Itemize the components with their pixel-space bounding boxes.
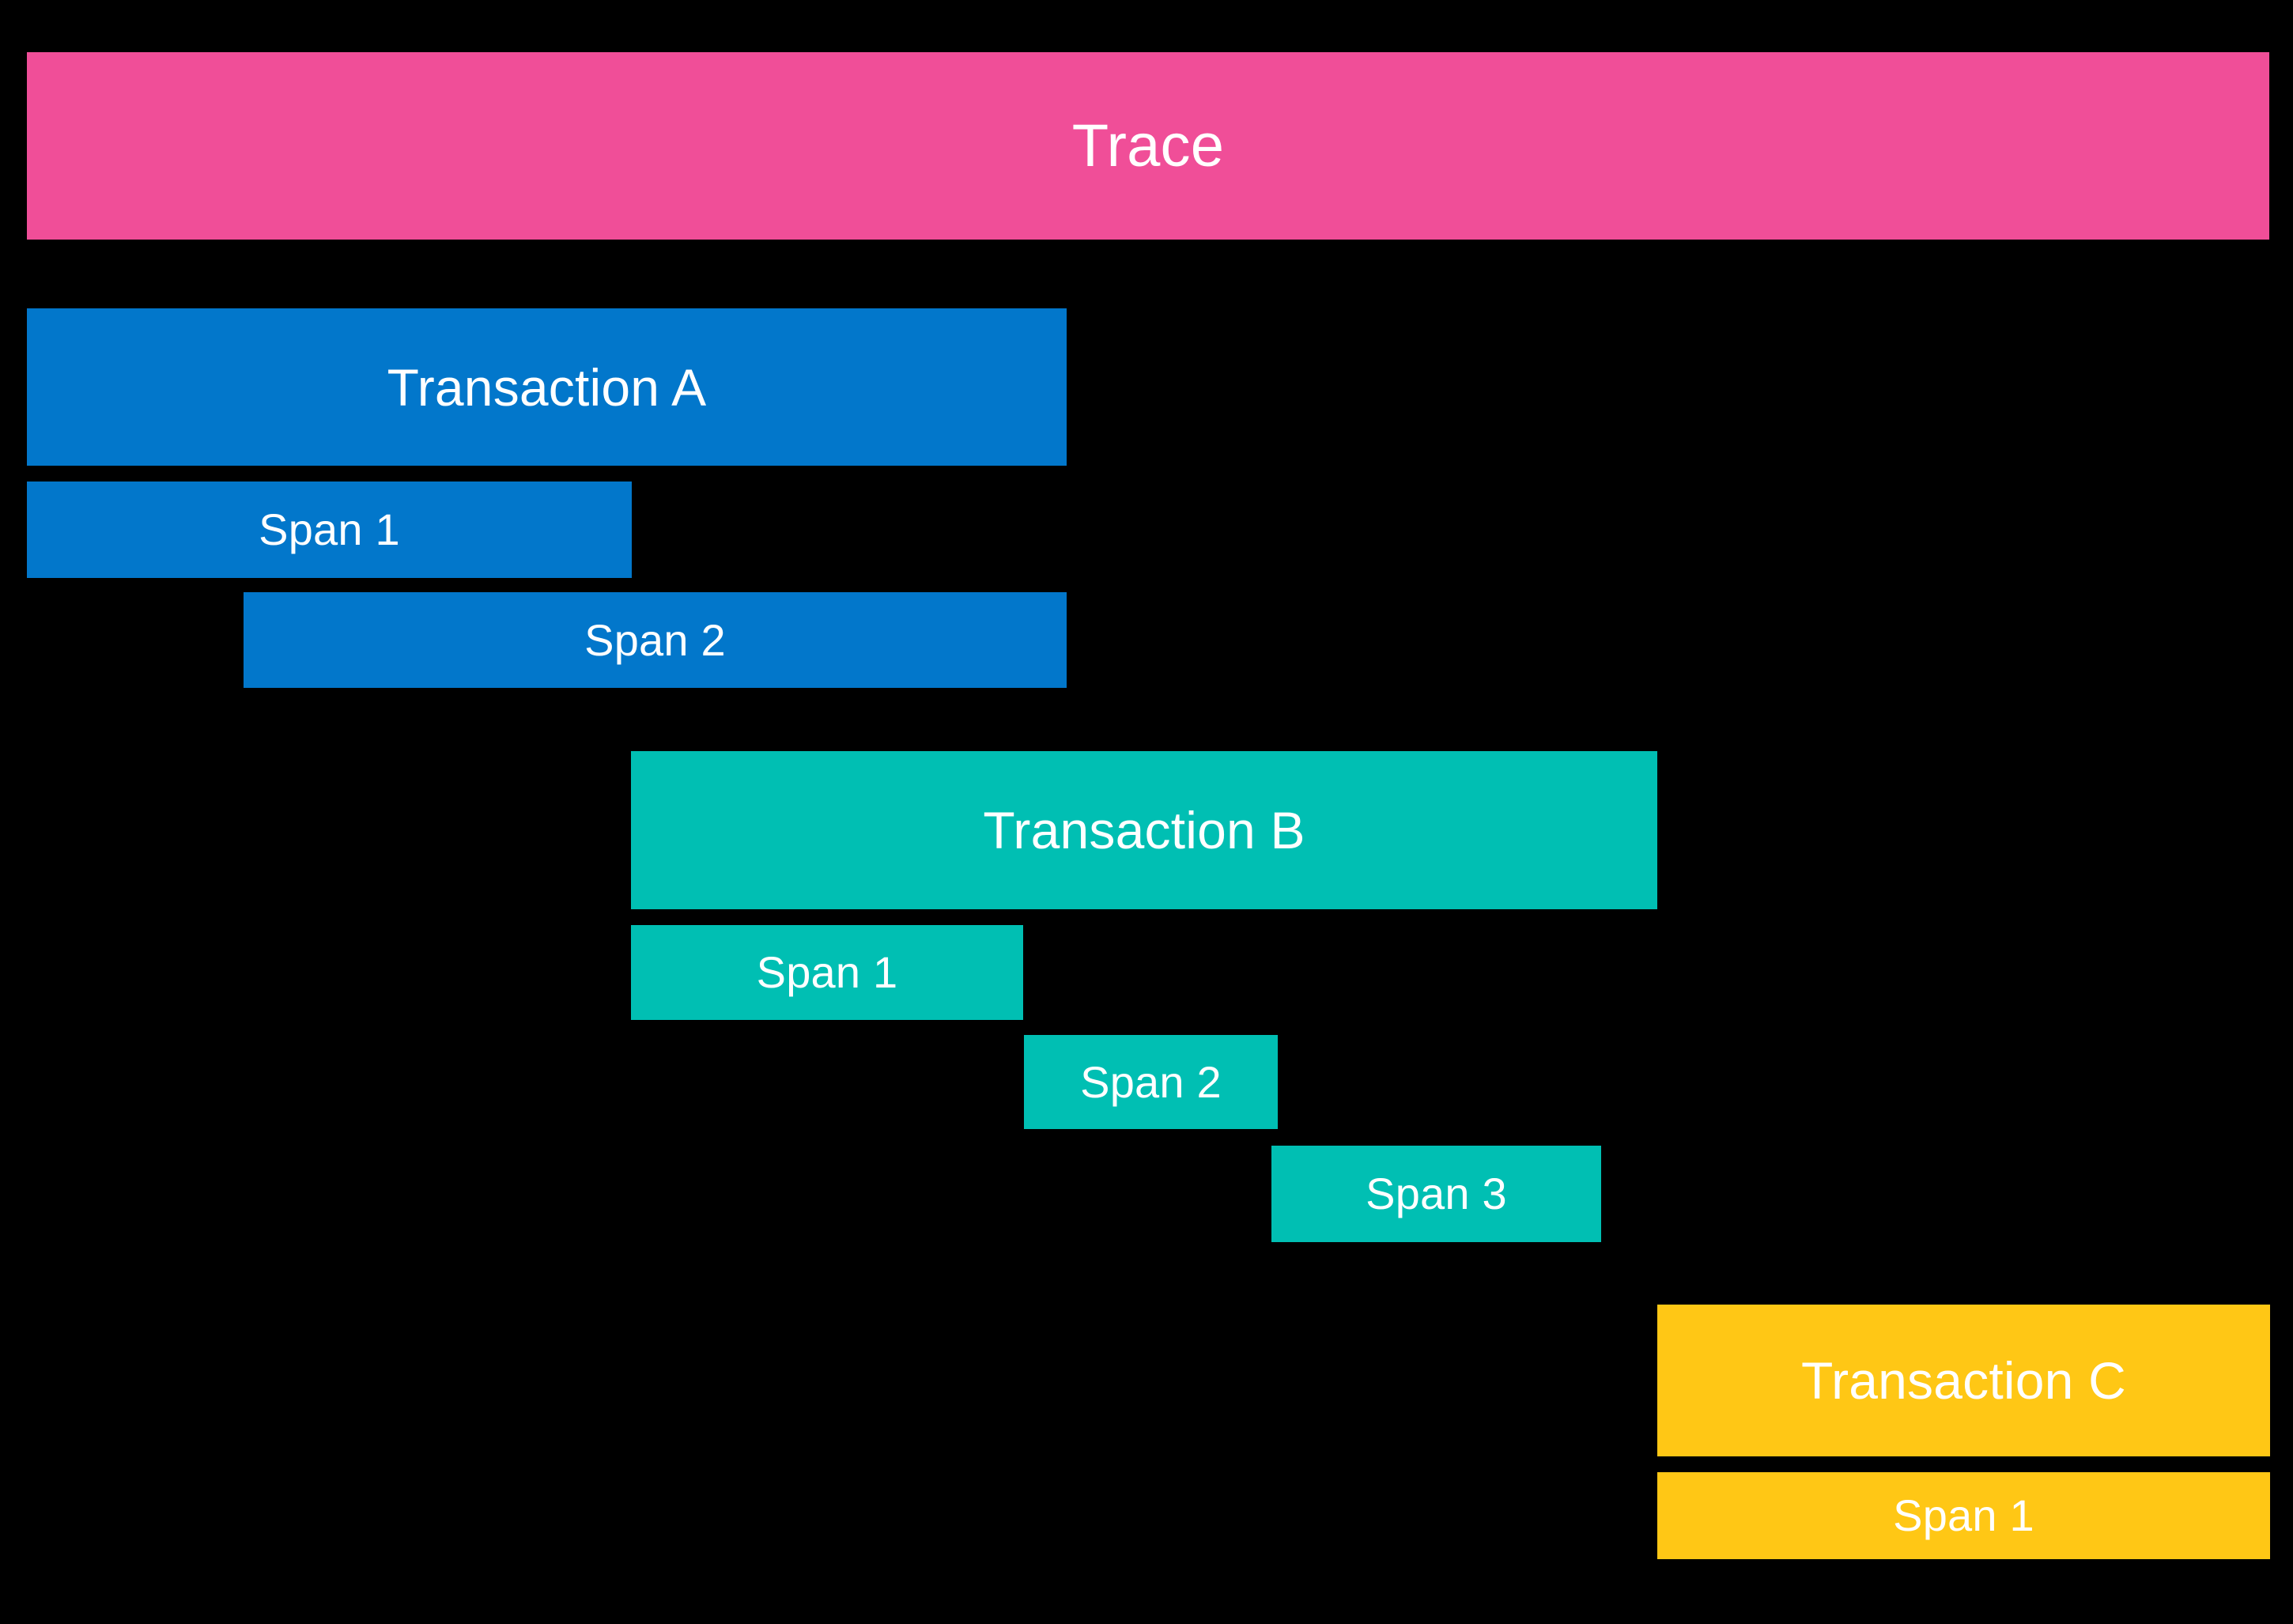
transaction-a-span-2-bar[interactable]: Span 2	[244, 592, 1067, 688]
transaction-b-label: Transaction B	[983, 801, 1305, 859]
trace-label: Trace	[1071, 111, 1225, 179]
transaction-a-bar[interactable]: Transaction A	[27, 308, 1067, 466]
transaction-a-span-2-label: Span 2	[584, 614, 726, 665]
trace-bar[interactable]: Trace	[27, 52, 2269, 240]
transaction-a-span-1-bar[interactable]: Span 1	[27, 482, 632, 578]
transaction-b-span-1-bar[interactable]: Span 1	[631, 925, 1023, 1020]
transaction-b-bar[interactable]: Transaction B	[631, 751, 1657, 909]
transaction-b-span-3-label: Span 3	[1366, 1169, 1507, 1218]
transaction-a-label: Transaction A	[387, 357, 707, 417]
transaction-a-span-1-label: Span 1	[259, 504, 400, 554]
transaction-b-span-2-bar[interactable]: Span 2	[1024, 1035, 1278, 1129]
transaction-c-span-1-bar[interactable]: Span 1	[1657, 1472, 2270, 1559]
transaction-b-span-1-label: Span 1	[756, 947, 898, 997]
transaction-b-span-2-label: Span 2	[1080, 1056, 1222, 1107]
transaction-c-label: Transaction C	[1801, 1351, 2126, 1410]
transaction-c-span-1-label: Span 1	[1893, 1490, 2034, 1540]
transaction-b-span-3-bar[interactable]: Span 3	[1271, 1146, 1601, 1242]
transaction-c-bar[interactable]: Transaction C	[1657, 1305, 2270, 1456]
